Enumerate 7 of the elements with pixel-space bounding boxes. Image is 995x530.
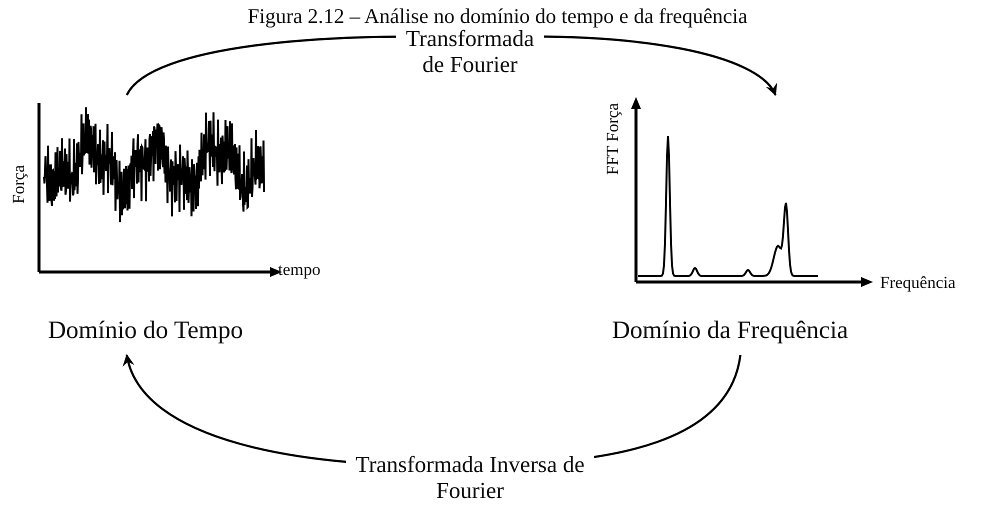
y-axis-label: Força — [10, 165, 28, 204]
y-axis-label: FFT Força — [604, 103, 622, 175]
x-axis-label: tempo — [278, 260, 320, 280]
domain-label: Domínio do Tempo — [48, 317, 244, 345]
x-axis-label: Frequência — [880, 273, 956, 293]
figure-title: Figura 2.12 – Análise no domínio do tempo e da frequência — [246, 4, 748, 29]
domain-label: Domínio da Frequência — [612, 317, 848, 345]
